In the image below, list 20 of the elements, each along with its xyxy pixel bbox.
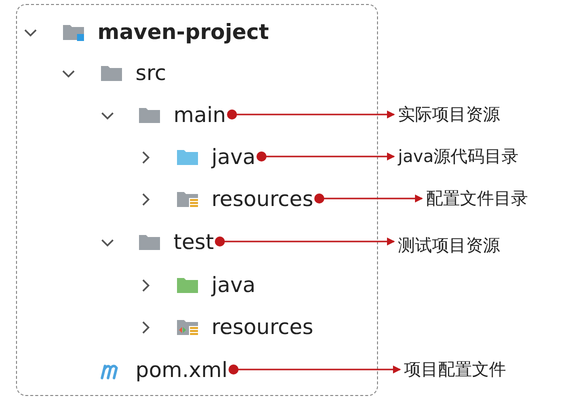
annotation-text: 实际项目资源 (398, 101, 500, 129)
dashed-frame (16, 4, 378, 396)
file-tree-item: src (136, 58, 166, 86)
arrow (228, 364, 401, 374)
annotation-text: 配置文件目录 (426, 185, 528, 213)
file-tree-item: maven-project (98, 18, 269, 46)
arrow (314, 194, 423, 204)
file-tree-item: java (212, 142, 256, 170)
file-tree-item: java (212, 270, 256, 298)
arrow (226, 110, 395, 120)
annotation-text: java源代码目录 (398, 143, 519, 171)
arrow (214, 236, 395, 246)
annotation-text: 测试项目资源 (398, 232, 500, 260)
file-tree-item: resources (212, 184, 314, 212)
file-tree-item: resources (212, 312, 314, 340)
file-tree-item: pom.xml (136, 356, 228, 384)
file-tree-item: main (174, 100, 226, 128)
file-tree-item: test (174, 228, 214, 256)
annotation-text: 项目配置文件 (404, 356, 506, 384)
arrow (256, 152, 395, 162)
